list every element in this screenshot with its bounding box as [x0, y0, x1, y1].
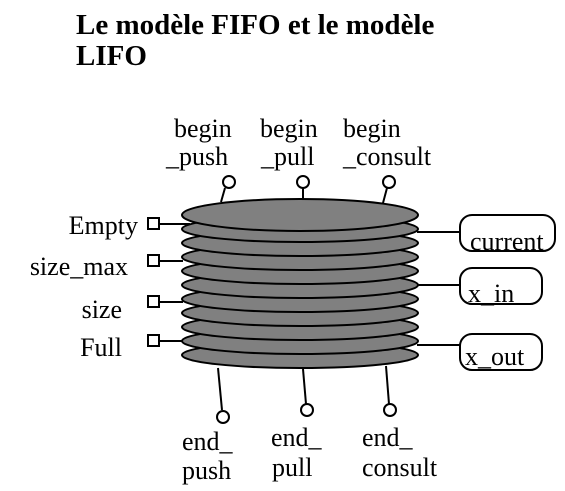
bottom-port-label-line1: end_ [182, 427, 234, 456]
top-port-begin-push: begin _push [165, 114, 236, 203]
left-port-empty: Empty [69, 211, 190, 240]
port-box [459, 267, 543, 305]
left-port-label: Empty [69, 211, 138, 240]
port-circle [300, 403, 314, 417]
port-circle [216, 410, 230, 424]
bottom-port-label-line1: end_ [362, 423, 414, 452]
top-port-label-line2: _pull [260, 142, 314, 171]
left-port-label: Full [80, 333, 122, 362]
left-port-label: size_max [30, 252, 128, 281]
right-port-x-out: x_out [417, 333, 543, 371]
bottom-port-label-line2: push [182, 456, 231, 485]
top-port-label-line1: begin [343, 114, 401, 143]
port-wire [385, 365, 390, 405]
left-port-size: size [82, 295, 183, 324]
port-circle [222, 175, 236, 189]
right-port-x-in: x_in [417, 267, 543, 308]
port-wire [217, 367, 223, 411]
port-square [147, 295, 160, 308]
bottom-port-end-consult: end_ consult [362, 365, 438, 482]
port-square [147, 334, 160, 347]
port-wire [220, 187, 226, 203]
right-port-label: x_out [465, 342, 525, 371]
bottom-port-end-pull: end_ pull [271, 368, 323, 482]
top-port-label-line2: _consult [342, 142, 432, 171]
right-port-current: current [417, 214, 556, 256]
bottom-port-label-line1: end_ [271, 423, 323, 452]
port-circle [296, 175, 310, 189]
left-port-full: Full [80, 333, 183, 362]
top-port-begin-consult: begin _consult [342, 114, 432, 204]
left-port-label: size [82, 295, 122, 324]
top-port-label-line1: begin [260, 114, 318, 143]
port-box [459, 214, 556, 252]
bottom-port-label-line2: consult [362, 453, 438, 482]
port-square [147, 217, 160, 230]
port-box [459, 333, 543, 371]
slide-title: Le modèle FIFO et le modèle LIFO [76, 9, 435, 72]
bottom-port-end-push: end_ push [182, 367, 234, 485]
top-port-label-line1: begin [174, 114, 232, 143]
bottom-port-label-line2: pull [272, 453, 312, 482]
port-wire [382, 187, 388, 204]
right-port-label: current [470, 227, 544, 256]
stack-disk-top [181, 198, 419, 232]
left-port-size-max: size_max [30, 252, 183, 281]
port-circle [382, 175, 396, 189]
port-square [147, 254, 160, 267]
stack-body [181, 198, 419, 369]
port-circle [383, 403, 397, 417]
port-wire [302, 368, 307, 405]
right-port-label: x_in [468, 279, 514, 308]
top-port-begin-pull: begin _pull [260, 114, 318, 200]
top-port-label-line2: _push [165, 142, 228, 171]
